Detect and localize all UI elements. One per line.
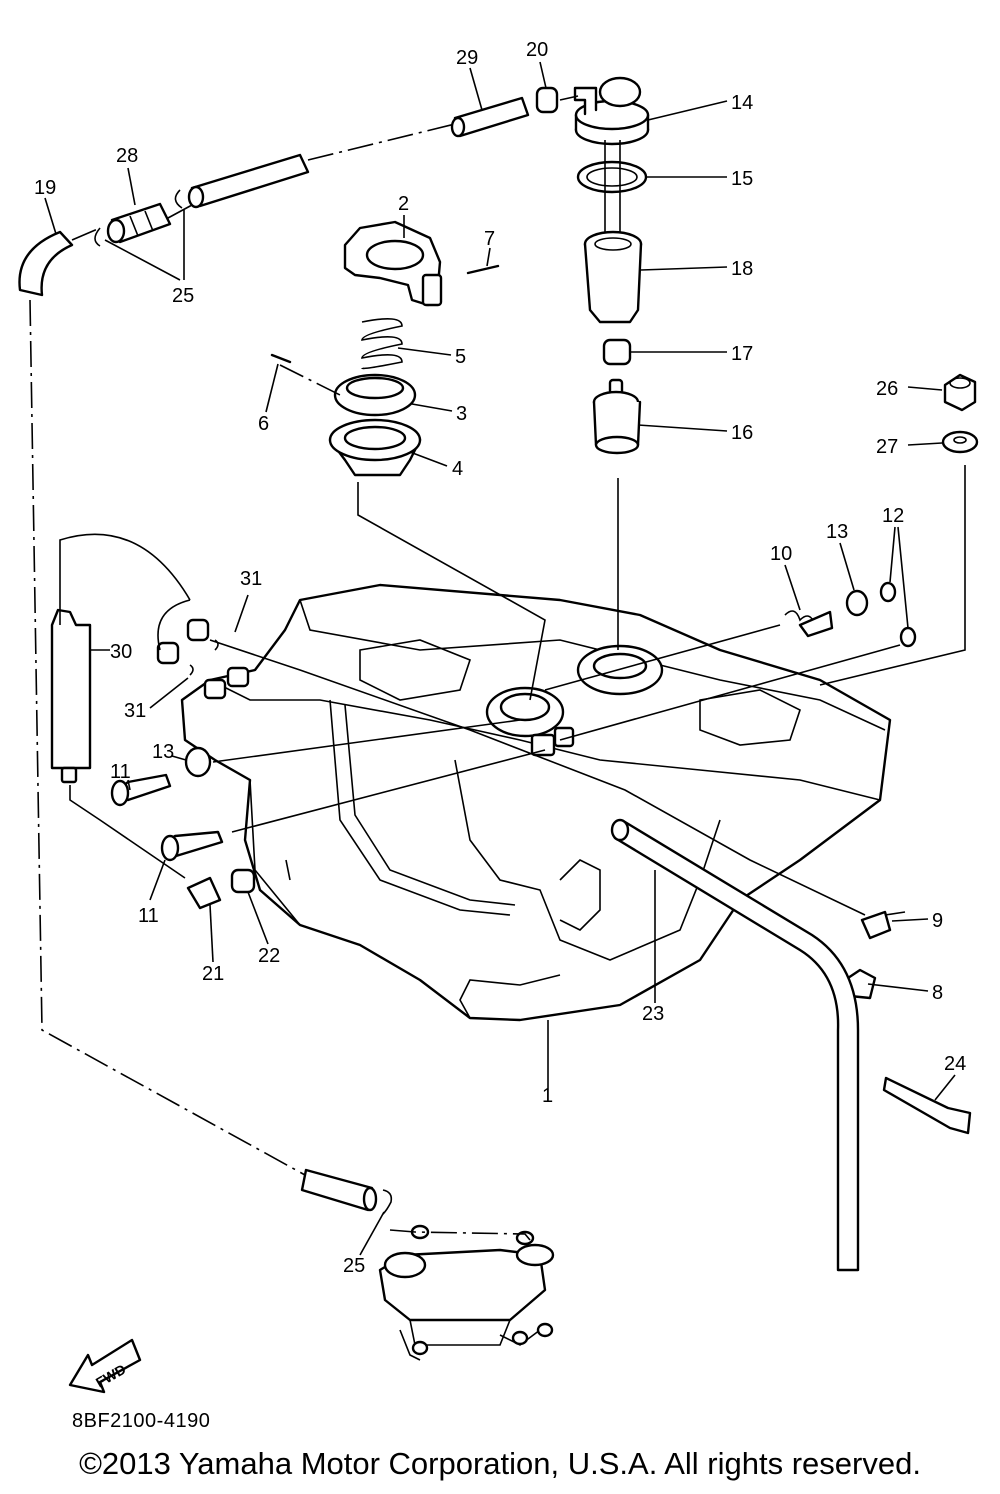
callout-28: 28 [116, 145, 138, 167]
pump-body [583, 230, 643, 324]
washer-13-right [845, 589, 869, 617]
diagram-code: 8BF2100-4190 [72, 1410, 211, 1432]
callout-8: 8 [932, 982, 943, 1004]
callout-30: 30 [110, 641, 132, 663]
clamp-20 [535, 86, 559, 114]
pump-clamp [602, 338, 632, 366]
bolt-11-upper [110, 773, 172, 807]
callout-21: 21 [202, 963, 224, 985]
nut-26 [943, 373, 977, 412]
callout-24: 24 [944, 1053, 966, 1075]
callout-3: 3 [456, 403, 467, 425]
copyright-notice: ©2013 Yamaha Motor Corporation, U.S.A. A… [79, 1446, 921, 1481]
callout-12: 12 [882, 505, 904, 527]
clip-25-bottom [382, 1189, 393, 1215]
pin-7 [466, 264, 500, 275]
clamp-31 [156, 618, 219, 676]
cap-spring [361, 318, 403, 370]
callout-23: 23 [642, 1003, 664, 1025]
callout-31-upper: 31 [240, 568, 262, 590]
callout-18: 18 [731, 258, 753, 280]
clip-12 [879, 581, 917, 648]
pin-6 [270, 353, 292, 364]
callout-25-top: 25 [172, 285, 194, 307]
pump-filter [592, 378, 642, 455]
spring-10 [784, 610, 834, 638]
filler-neck-ring [333, 373, 417, 417]
fuel-valve [378, 1224, 555, 1361]
hose-lower [300, 1168, 378, 1212]
clip-25-top [94, 189, 183, 247]
callout-14: 14 [731, 92, 753, 114]
callout-11-lower: 11 [138, 905, 159, 927]
hose-29 [450, 96, 530, 138]
callout-22: 22 [258, 945, 280, 967]
callout-13-right: 13 [826, 521, 848, 543]
callout-17: 17 [731, 343, 753, 365]
callout-9: 9 [932, 910, 943, 932]
hose-pipe [187, 153, 310, 209]
washer-27 [941, 430, 979, 454]
fwd-arrow-icon: FWD [68, 1338, 142, 1394]
callout-25-bottom: 25 [343, 1255, 365, 1277]
fuel-tank [180, 583, 892, 1022]
callout-20: 20 [526, 39, 548, 61]
bolt-11-lower [160, 830, 224, 862]
callout-13-left: 13 [152, 741, 174, 763]
bolt-9 [860, 910, 906, 940]
filter-30 [50, 608, 92, 784]
callout-2: 2 [398, 193, 409, 215]
callout-19: 19 [34, 177, 56, 199]
tie-24 [882, 1076, 972, 1135]
callout-1: 1 [542, 1085, 553, 1107]
callout-labels: 1 2 3 4 5 6 7 8 9 10 11 11 12 13 13 14 1… [34, 39, 966, 1277]
pump-cap [573, 76, 650, 146]
washer-13-left [184, 746, 212, 778]
callout-7: 7 [484, 228, 495, 250]
hose-23 [610, 818, 860, 1272]
fitting-21 [186, 876, 222, 910]
clamp-22 [230, 868, 256, 894]
pump-gasket [576, 160, 648, 194]
hose-19 [18, 230, 74, 297]
filler-cap [343, 220, 443, 307]
callout-10: 10 [770, 543, 792, 565]
leader-lines [29, 61, 966, 1256]
callout-15: 15 [731, 168, 753, 190]
callout-27: 27 [876, 436, 898, 458]
callout-4: 4 [452, 458, 463, 480]
callout-26: 26 [876, 378, 898, 400]
connector-28 [106, 202, 172, 244]
callout-6: 6 [258, 413, 269, 435]
filler-neck-adapter [328, 418, 422, 477]
callout-11-upper: 11 [110, 761, 131, 783]
callout-16: 16 [731, 422, 753, 444]
callout-29: 29 [456, 47, 478, 69]
callout-31-lower: 31 [124, 700, 146, 722]
pump-tube [604, 140, 621, 235]
callout-5: 5 [455, 346, 466, 368]
